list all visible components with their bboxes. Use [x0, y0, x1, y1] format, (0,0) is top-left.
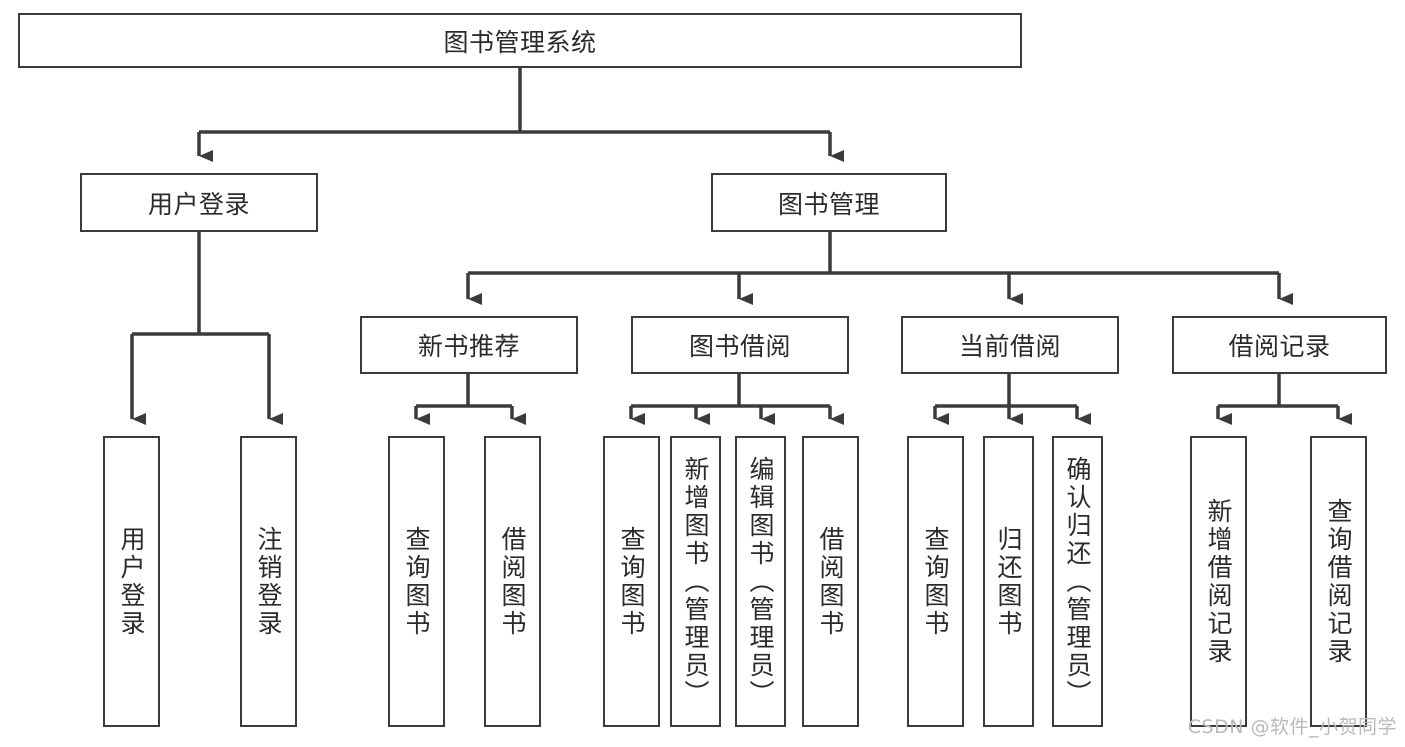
node-leaf-add-record[interactable]: 新增借阅记录 [1190, 436, 1247, 727]
node-new-book-recommend[interactable]: 新书推荐 [360, 316, 578, 374]
node-leaf-query-record[interactable]: 查询借阅记录 [1310, 436, 1367, 727]
node-user-login[interactable]: 用户登录 [80, 173, 318, 232]
node-leaf-query-book-2[interactable]: 查询图书 [603, 436, 660, 727]
node-book-borrow[interactable]: 图书借阅 [631, 316, 849, 374]
node-leaf-query-record-label: 查询借阅记录 [1324, 497, 1353, 666]
node-leaf-edit-book-label: 编辑图书（管理员） [746, 455, 775, 708]
node-leaf-edit-book[interactable]: 编辑图书（管理员） [735, 436, 786, 727]
node-book-borrow-label: 图书借阅 [688, 332, 791, 361]
watermark: CSDN @软件_小贺同学 [1187, 716, 1397, 738]
node-leaf-borrow-book-1[interactable]: 借阅图书 [484, 436, 541, 727]
node-leaf-confirm-return-label: 确认归还（管理员） [1063, 455, 1092, 708]
node-leaf-user-login[interactable]: 用户登录 [103, 436, 160, 727]
node-leaf-borrow-book-2-label: 借阅图书 [816, 525, 845, 638]
node-leaf-return-book-label: 归还图书 [994, 525, 1023, 638]
node-leaf-query-book-1[interactable]: 查询图书 [388, 436, 445, 727]
node-leaf-query-book-2-label: 查询图书 [617, 525, 646, 638]
node-user-login-label: 用户登录 [147, 189, 250, 219]
node-leaf-borrow-book-1-label: 借阅图书 [498, 525, 527, 638]
node-leaf-user-login-label: 用户登录 [117, 525, 146, 638]
node-leaf-user-logout[interactable]: 注销登录 [240, 436, 297, 727]
node-root-label: 图书管理系统 [443, 27, 597, 57]
node-borrow-record[interactable]: 借阅记录 [1172, 316, 1387, 374]
node-leaf-query-book-1-label: 查询图书 [402, 525, 431, 638]
node-leaf-borrow-book-2[interactable]: 借阅图书 [802, 436, 859, 727]
node-leaf-add-book-label: 新增图书（管理员） [681, 455, 710, 708]
node-leaf-query-book-3-label: 查询图书 [921, 525, 950, 638]
node-leaf-add-record-label: 新增借阅记录 [1204, 497, 1233, 666]
node-root[interactable]: 图书管理系统 [18, 13, 1022, 68]
node-current-borrow[interactable]: 当前借阅 [901, 316, 1119, 374]
node-book-management[interactable]: 图书管理 [711, 173, 947, 232]
node-book-management-label: 图书管理 [777, 189, 880, 219]
node-leaf-query-book-3[interactable]: 查询图书 [907, 436, 964, 727]
node-new-book-recommend-label: 新书推荐 [417, 332, 520, 361]
node-current-borrow-label: 当前借阅 [958, 332, 1061, 361]
node-borrow-record-label: 借阅记录 [1228, 332, 1331, 361]
node-leaf-add-book[interactable]: 新增图书（管理员） [670, 436, 721, 727]
node-leaf-return-book[interactable]: 归还图书 [983, 436, 1034, 727]
node-leaf-confirm-return[interactable]: 确认归还（管理员） [1052, 436, 1103, 727]
node-leaf-user-logout-label: 注销登录 [254, 525, 283, 638]
